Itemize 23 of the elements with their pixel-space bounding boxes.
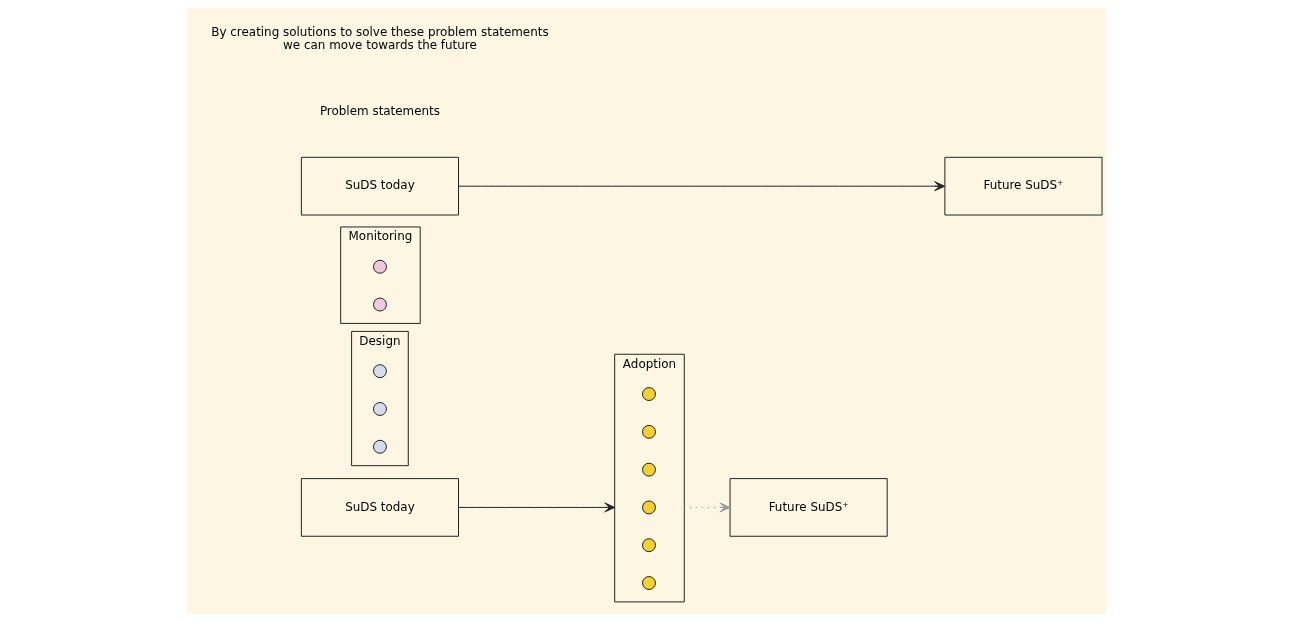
node-circle (641, 576, 656, 590)
node-circle (641, 538, 656, 553)
node-circle (641, 424, 656, 439)
node-box: SuDS today (300, 156, 459, 216)
node-circle (372, 297, 387, 312)
arrow (683, 502, 730, 513)
node-box: Future SuDS⁺ (943, 156, 1102, 216)
label: By creating solutions to solve these problem statements we can move towards the future (210, 24, 549, 52)
node-circle (641, 387, 656, 401)
node-circle (372, 364, 387, 379)
node-circle (372, 439, 387, 454)
node-box: SuDS today (300, 478, 459, 537)
cluster: Monitoring (339, 226, 421, 324)
node-circle (372, 259, 387, 274)
label: Problem statements (319, 103, 440, 118)
arrow (457, 181, 945, 192)
node-box: Future SuDS⁺ (729, 478, 888, 537)
node-circle (641, 500, 656, 515)
arrow (457, 502, 615, 513)
cluster: Adoption (613, 353, 685, 603)
node-circle (641, 462, 656, 477)
cluster: Design (350, 330, 409, 467)
node-circle (372, 402, 387, 416)
